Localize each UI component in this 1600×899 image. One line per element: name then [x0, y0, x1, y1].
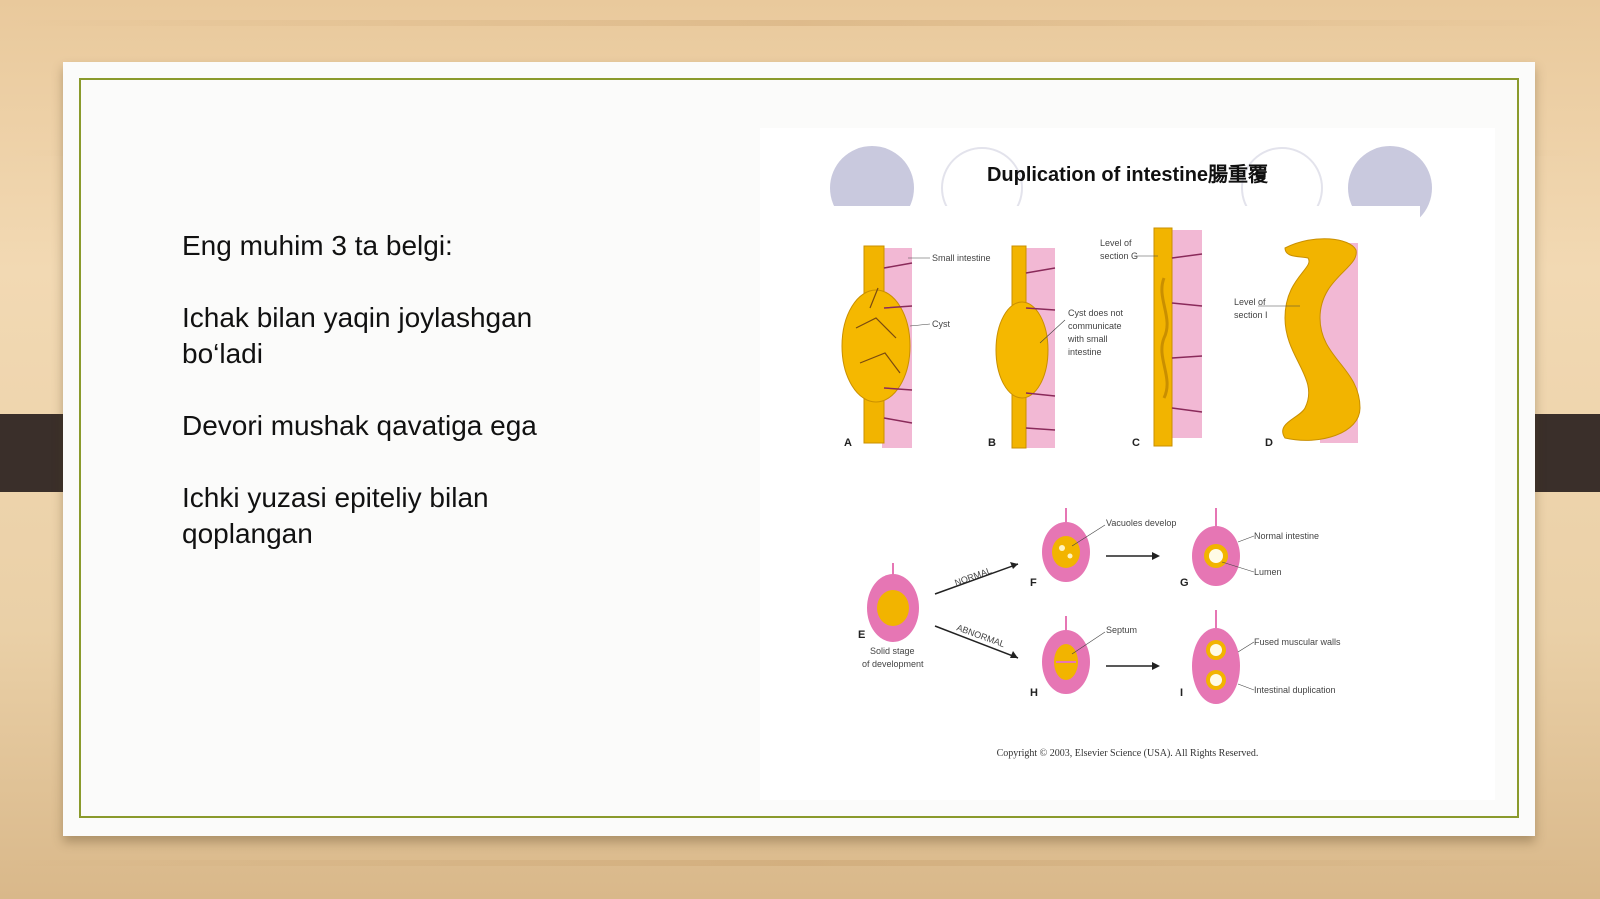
bowel-segment [1282, 238, 1361, 441]
label-solid-stage: Solid stage [870, 646, 915, 656]
panel-i [1192, 610, 1240, 704]
bullet-item: Devori mushak qavatiga ega [182, 410, 537, 441]
panel-letter: I [1180, 687, 1183, 699]
label-cyst-note: intestine [1068, 347, 1102, 357]
label-abnormal: ABNORMAL [955, 622, 1006, 649]
label-solid-stage: of development [862, 659, 924, 669]
bullet-heading: Eng muhim 3 ta belgi: [182, 230, 453, 261]
figure-copyright: Copyright © 2003, Elsevier Science (USA)… [996, 748, 1259, 759]
label-small-intestine: Small intestine [932, 253, 991, 263]
intestine-duplication-figure: A B C D E F G H I Small intestine Cyst C… [760, 128, 1495, 800]
figure-illustration: A B C D E F G H I Small intestine Cyst C… [820, 146, 1432, 704]
arrow [934, 563, 1019, 595]
label-level-g: section G [1100, 251, 1138, 261]
bullet-item: Ichki yuzasi epiteliy bilan qoplangan [182, 482, 489, 549]
arrow [934, 625, 1019, 659]
figure-title: Duplication of intestine腸重覆 [986, 164, 1269, 186]
panel-letter: D [1265, 437, 1273, 449]
label-level-i: Level of [1234, 297, 1266, 307]
label-level-g: Level of [1100, 238, 1132, 248]
panel-letter: H [1030, 687, 1038, 699]
label-normal-intestine: Normal intestine [1254, 531, 1319, 541]
panel-letter: B [988, 437, 996, 449]
label-cyst: Cyst [932, 319, 950, 329]
bullet-list: Eng muhim 3 ta belgi: Ichak bilan yaqin … [182, 228, 602, 588]
panel-letter: G [1180, 577, 1189, 589]
label-vacuoles: Vacuoles develop [1106, 518, 1176, 528]
panel-letter: E [858, 629, 865, 641]
panel-letter: F [1030, 577, 1037, 589]
panel-e [867, 563, 919, 642]
mesentery [1172, 230, 1202, 438]
cross-section [1192, 628, 1240, 704]
panel-g [1192, 508, 1240, 586]
label-septum: Septum [1106, 625, 1137, 635]
cyst-shape [995, 301, 1049, 399]
cyst-shape [841, 289, 911, 403]
label-lumen: Lumen [1254, 567, 1282, 577]
label-intestinal-duplication: Intestinal duplication [1254, 685, 1336, 695]
panel-f [1042, 508, 1090, 582]
panel-letter: C [1132, 437, 1140, 449]
label-level-i: section I [1234, 310, 1268, 320]
label-cyst-note: communicate [1068, 321, 1122, 331]
panel-h [1042, 616, 1090, 694]
label-cyst-note: with small [1067, 334, 1108, 344]
panel-letter: A [844, 437, 852, 449]
bullet-item: Ichak bilan yaqin joylashgan bo‘ladi [182, 302, 533, 369]
slide-border [79, 78, 1519, 818]
label-fused-walls: Fused muscular walls [1254, 637, 1341, 647]
label-cyst-note: Cyst does not [1068, 308, 1124, 318]
